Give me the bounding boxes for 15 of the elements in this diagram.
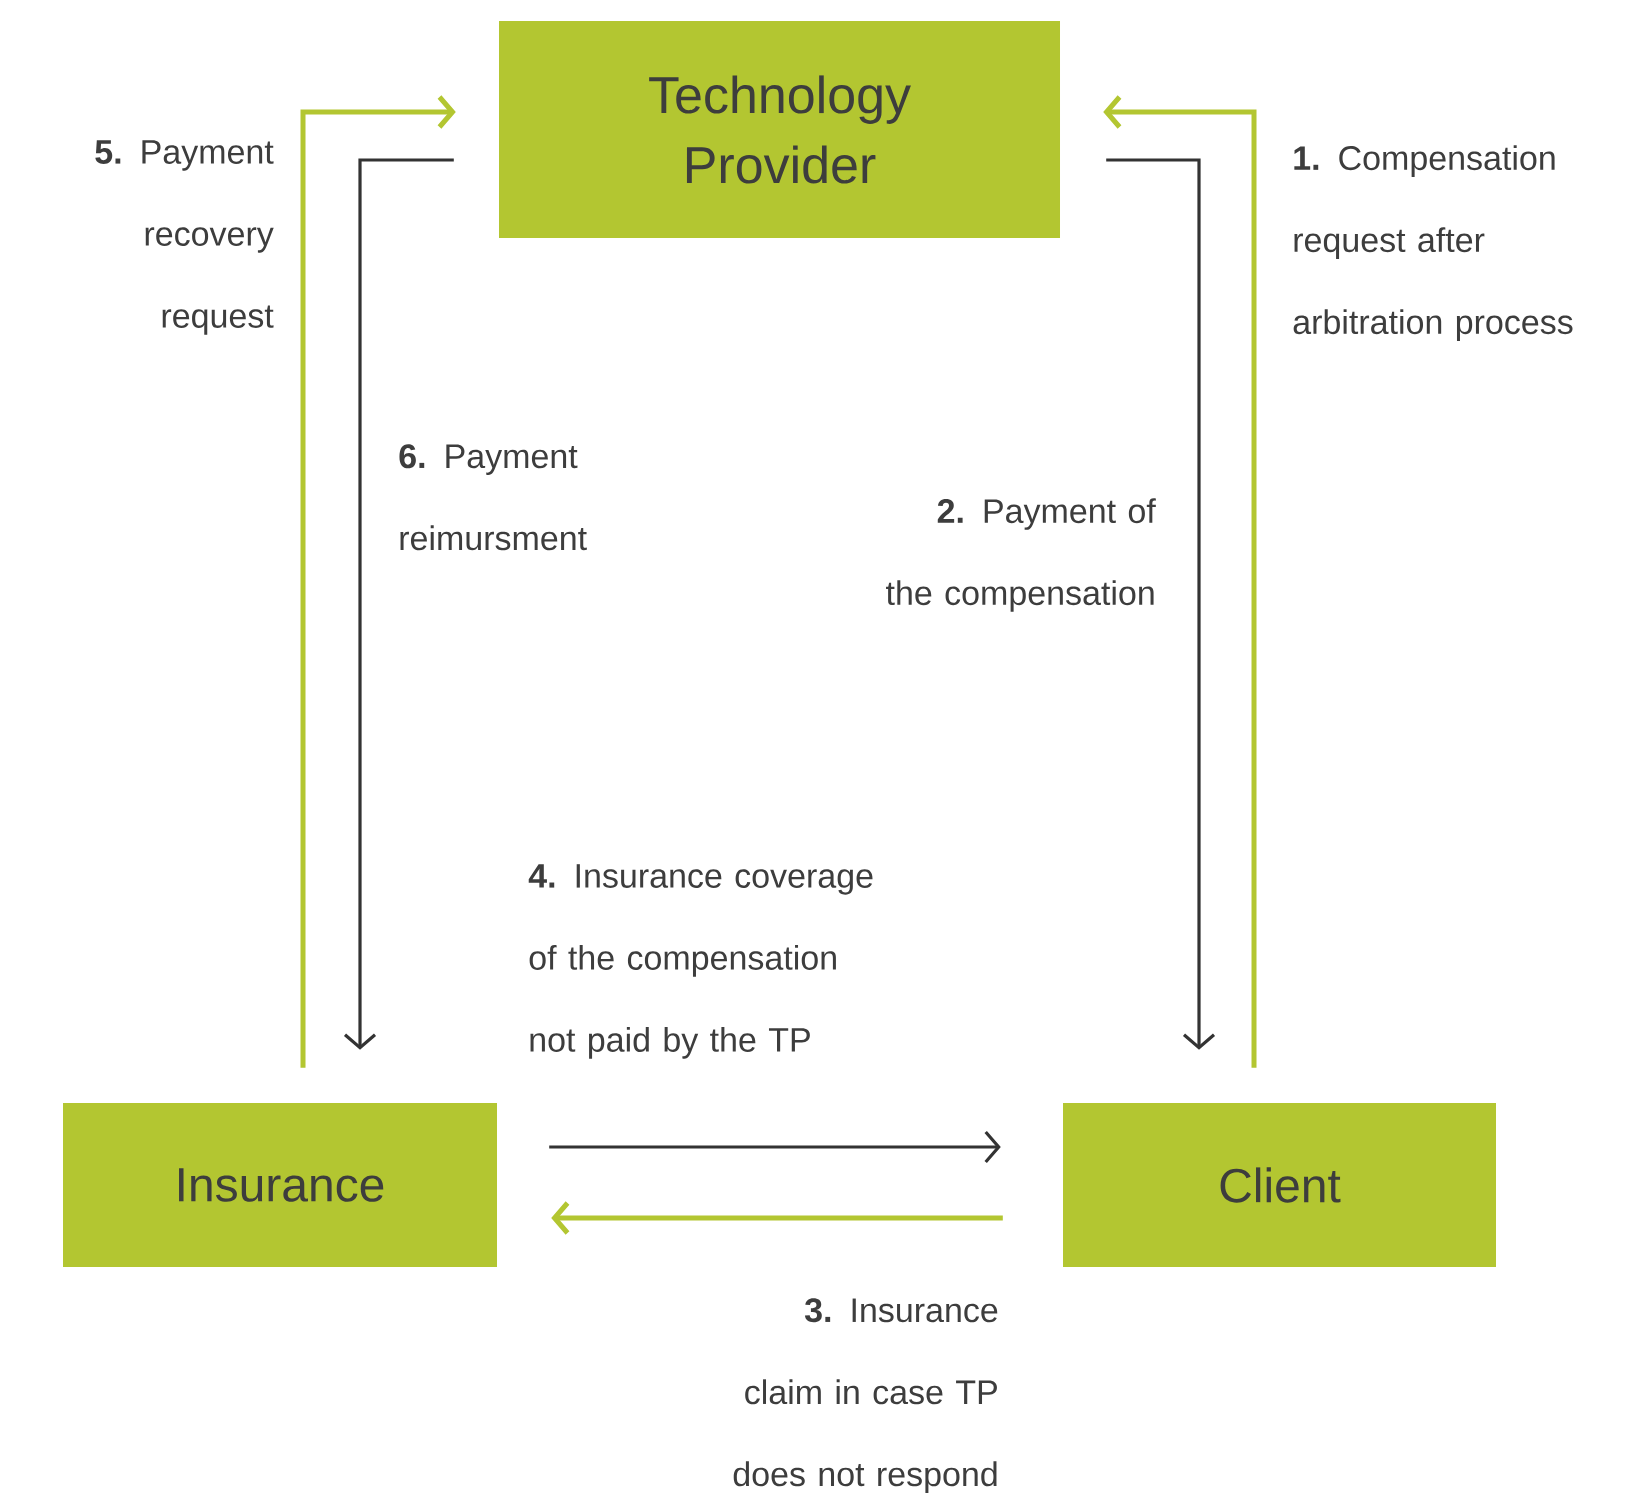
arrow <box>343 158 454 1050</box>
edge-label: 6. Payment reimursment <box>399 444 587 551</box>
process-box: Technology Provider <box>499 21 1060 238</box>
edge-label: 4. Insurance coverage of the compensation not paid by the TP <box>528 864 873 1059</box>
process-box: Client <box>1063 1103 1496 1267</box>
arrow <box>551 1201 1003 1235</box>
edge-label: 2. Payment of the compensation <box>886 498 1156 612</box>
edge-label: 5. Payment recovery request <box>95 140 274 335</box>
arrow <box>549 1130 1001 1164</box>
arrow <box>1106 158 1216 1050</box>
edge-label: 3. Insurance claim in case TP does not respond <box>733 1298 998 1493</box>
arrow <box>1103 95 1257 1068</box>
arrow <box>300 95 456 1068</box>
edge-label: 1. Compensation request after arbitration process <box>1293 145 1573 341</box>
process-box: Insurance <box>63 1103 497 1267</box>
